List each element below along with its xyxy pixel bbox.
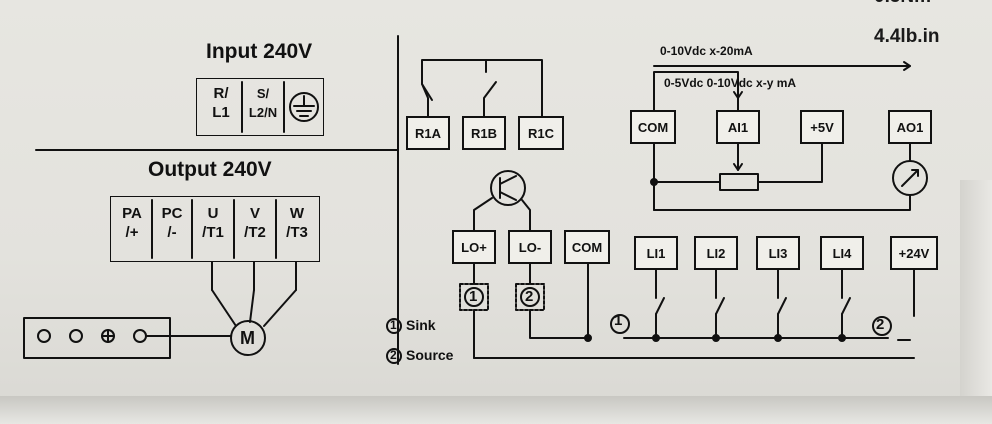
wire-pot-right	[757, 143, 823, 183]
relay-wire-left	[421, 59, 543, 117]
lo-switch-2-icon	[520, 287, 540, 307]
junction-li1	[652, 334, 660, 342]
wire-w-motor	[263, 289, 297, 327]
strip-terminal-2	[69, 329, 83, 343]
wire-lo-sw2-com	[529, 263, 589, 339]
wire-u-motor	[211, 289, 237, 327]
junction-li4	[838, 334, 846, 342]
output-terminal-pc: PC /-	[161, 205, 183, 241]
label-right-edge	[960, 180, 992, 396]
li-source-icon	[872, 316, 892, 336]
motor-terminal-strip	[23, 317, 171, 359]
lo-switch-1-icon	[464, 287, 484, 307]
terminal-com-logic: COM	[564, 230, 610, 264]
input-terminal-l2n: S/ L2/N	[248, 86, 278, 120]
relay-wire-mid	[483, 81, 497, 117]
potentiometer-arrow	[733, 163, 743, 171]
analog-range1-arrow	[903, 61, 911, 71]
terminal-com-analog: COM	[630, 110, 676, 144]
input-title: Input 240V	[206, 40, 313, 63]
terminal-r1b: R1B	[462, 116, 506, 150]
legend-sink-icon	[386, 318, 402, 334]
transistor-icon	[490, 170, 526, 206]
analog-range2-box	[653, 71, 739, 111]
potentiometer	[719, 173, 759, 191]
legend-sink-mark: 1	[390, 318, 397, 332]
strip-terminal-4	[133, 329, 147, 343]
junction-com	[650, 178, 658, 186]
li-mark-2: 2	[876, 316, 885, 333]
output-terminal-u: U /T1	[202, 205, 224, 241]
output-terminal-pa: PA /+	[122, 205, 142, 241]
li-mark-1: 1	[614, 312, 623, 329]
lo-mark-2: 2	[525, 288, 534, 305]
output-terminal-block	[110, 196, 320, 262]
lo-mark-1: 1	[469, 288, 478, 305]
wire-v-motor	[249, 289, 255, 323]
wire-lo-plus-up	[473, 197, 493, 231]
wire-meter-return	[653, 194, 911, 211]
junction-lo-com	[584, 334, 592, 342]
analog-range-1: 0-10Vdc x-20mA	[660, 44, 753, 58]
legend-source-mark: 2	[390, 348, 397, 362]
analog-range-2: 0-5Vdc 0-10Vdc x-y mA	[664, 76, 797, 90]
junction-li2	[712, 334, 720, 342]
junction-li3	[774, 334, 782, 342]
legend-source-icon	[386, 348, 402, 364]
legend-source-text: Source	[406, 347, 454, 363]
li3-switch	[777, 297, 787, 315]
motor-symbol	[230, 320, 266, 356]
input-terminal-l1: R/ L1	[212, 85, 230, 121]
li2-switch	[715, 297, 725, 315]
li1-switch	[655, 297, 665, 315]
label-bottom-edge	[0, 396, 992, 424]
legend-sink-text: Sink	[406, 317, 436, 333]
terminal-r1c: R1C	[518, 116, 564, 150]
ground-icon	[289, 92, 319, 122]
output-terminal-v: V /T2	[244, 205, 266, 241]
li-bus-sink-icon	[610, 314, 630, 334]
motor-label: M	[240, 328, 255, 348]
input-terminal-block	[196, 78, 324, 136]
torque-nm: 0.5Nm	[874, 0, 931, 8]
relay-contact-a	[421, 83, 433, 101]
analog-range2-arrow	[733, 91, 743, 99]
torque-lbin: 4.4lb.in	[874, 26, 940, 47]
terminal-li4: LI4	[820, 236, 864, 270]
wire-lo-minus-up	[521, 199, 531, 231]
output-terminal-w: W /T3	[286, 205, 308, 241]
output-title: Output 240V	[148, 158, 272, 181]
strip-terminal-1	[37, 329, 51, 343]
li4-switch	[841, 297, 851, 315]
terminal-plus24v: +24V	[890, 236, 938, 270]
